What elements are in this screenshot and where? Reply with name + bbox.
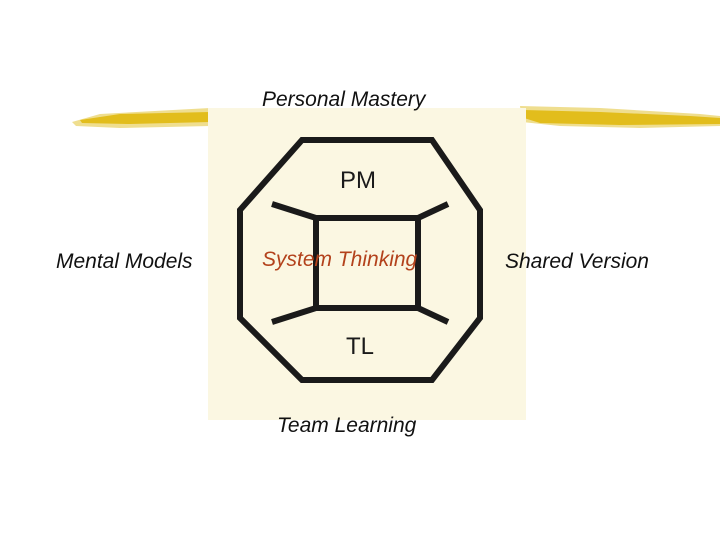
tl-segment-label: TL bbox=[346, 333, 374, 360]
shared-version-label: Shared Version bbox=[505, 250, 649, 273]
inner-bottom-connectors bbox=[271, 305, 450, 325]
system-thinking-label: System Thinking bbox=[262, 248, 418, 271]
team-learning-label: Team Learning bbox=[277, 414, 417, 437]
mental-models-label: Mental Models bbox=[56, 250, 193, 273]
personal-mastery-label: Personal Mastery bbox=[262, 88, 426, 111]
discipline-octagon: PM TL bbox=[237, 137, 483, 383]
decorative-yellow-stripe bbox=[72, 106, 720, 128]
inner-top-connectors bbox=[271, 201, 450, 221]
octagon-outline bbox=[237, 137, 483, 383]
diagram-background bbox=[208, 108, 526, 420]
pm-segment-label: PM bbox=[340, 167, 376, 194]
